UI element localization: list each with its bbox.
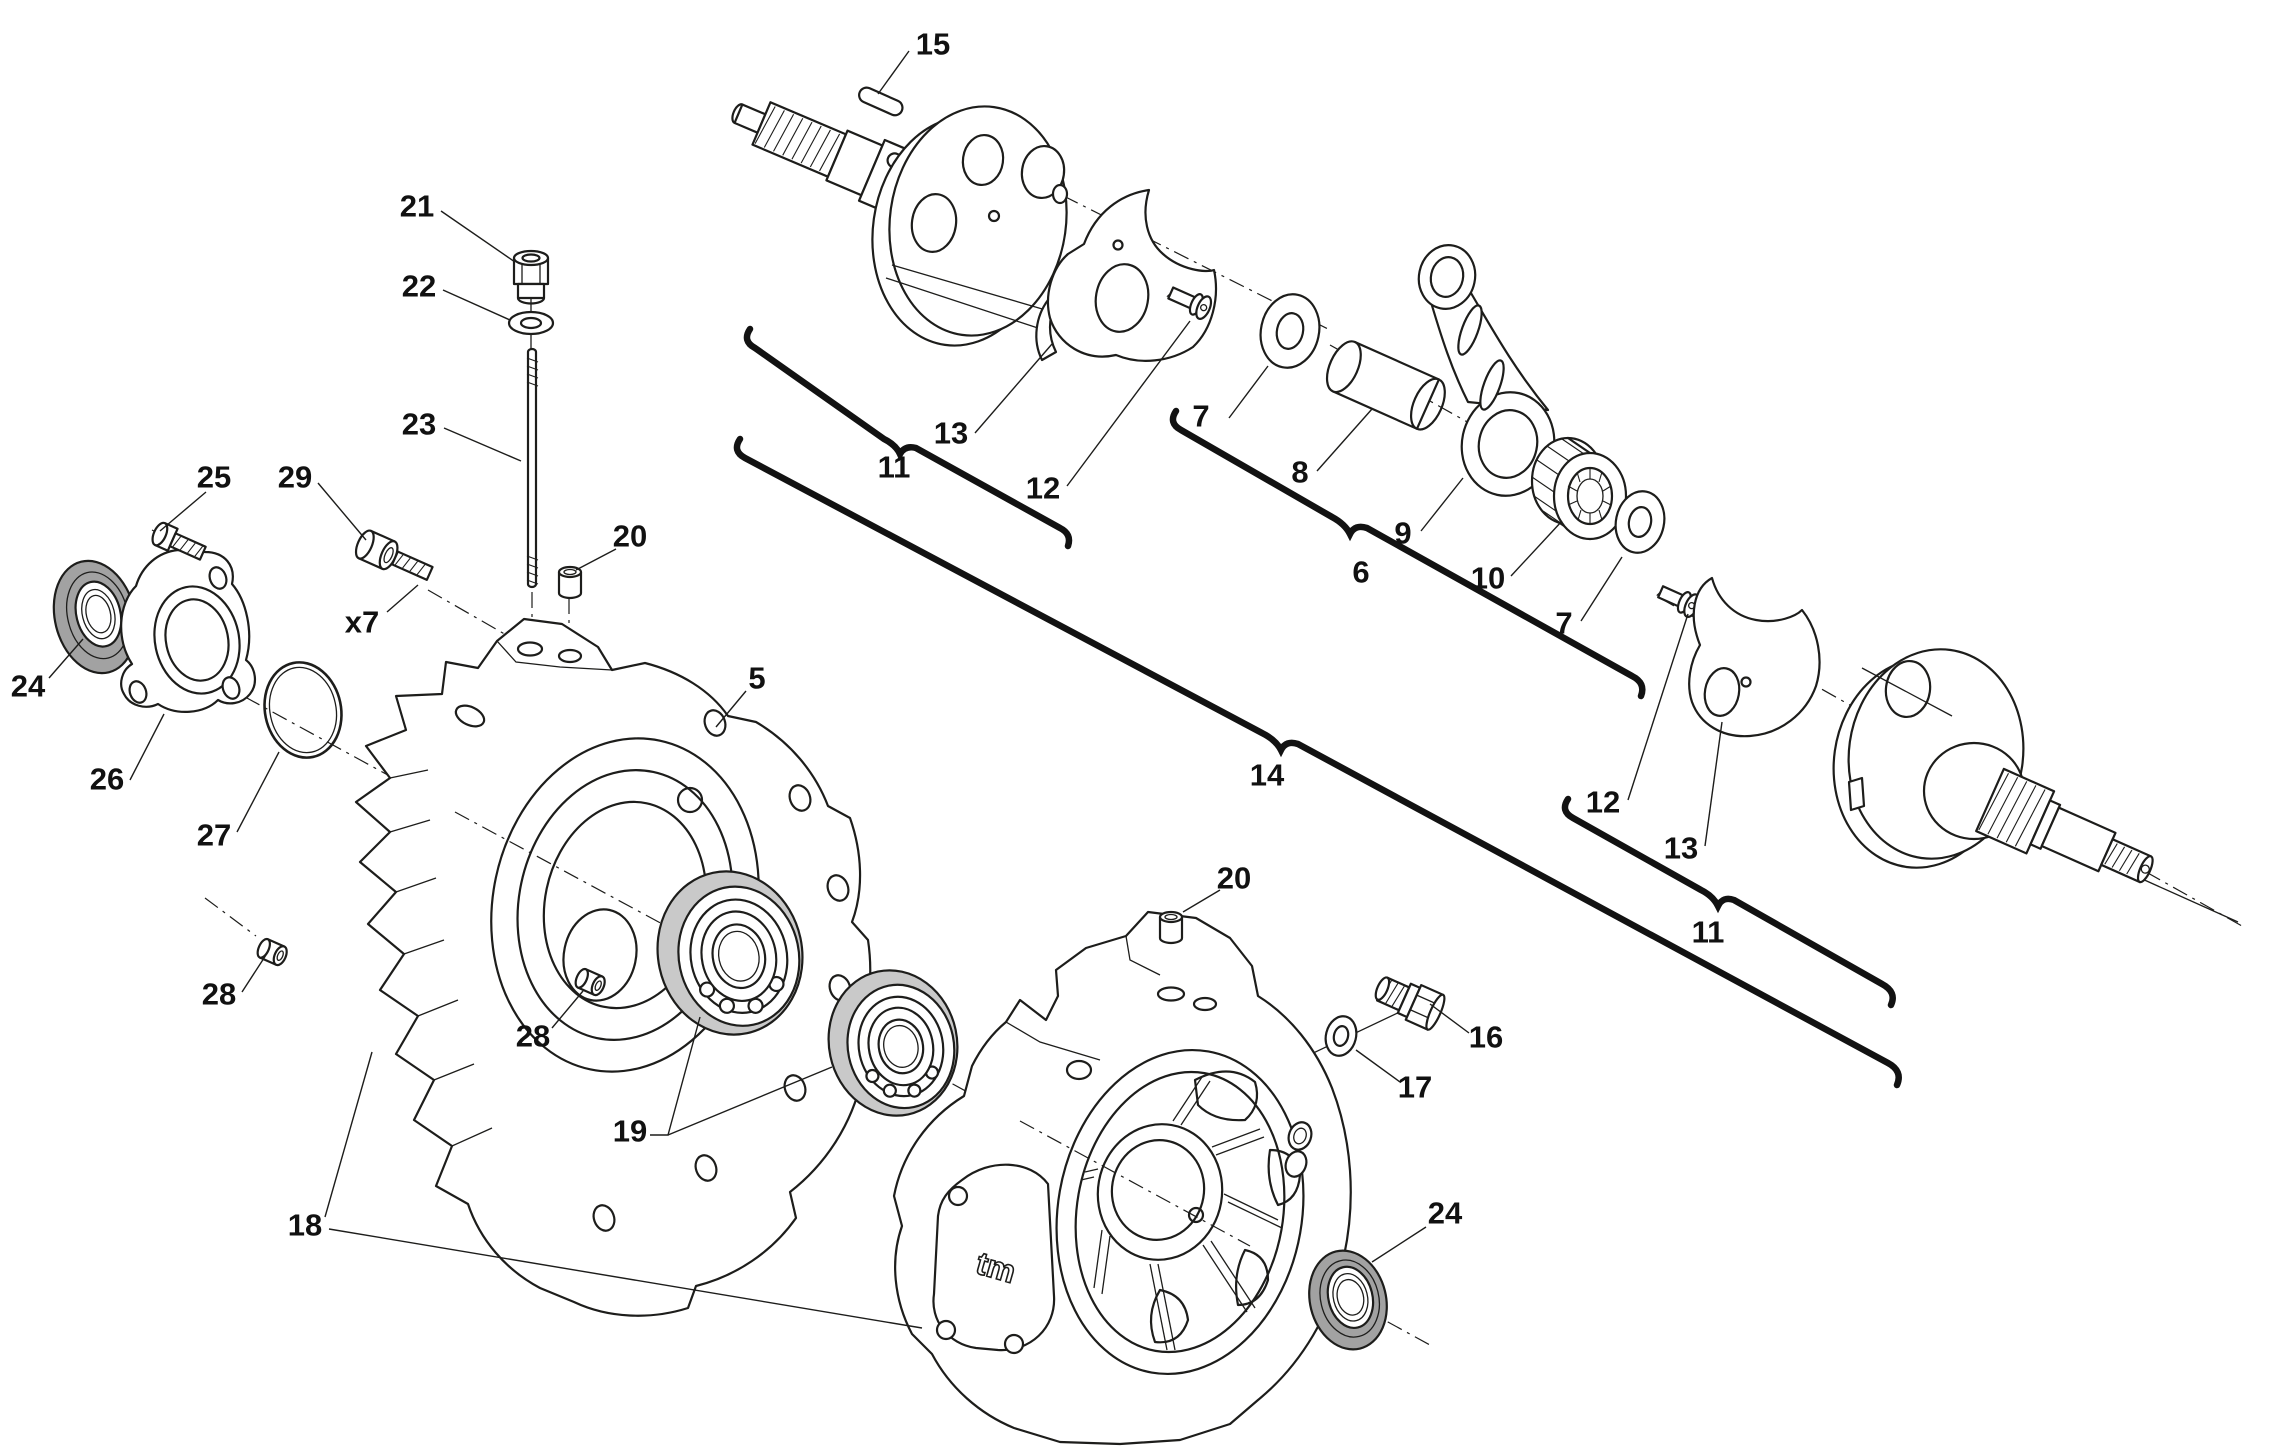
part-label-c25: 25 bbox=[197, 460, 231, 495]
part-needle-bearing bbox=[1530, 436, 1628, 541]
part-label-c7b: 7 bbox=[1555, 606, 1572, 641]
part-thrust-washer-left bbox=[1259, 293, 1321, 369]
leader-line-c12b-0 bbox=[1627, 613, 1689, 801]
leader-line-c28b-0 bbox=[551, 990, 584, 1029]
part-label-c21: 21 bbox=[400, 189, 434, 224]
part-crankshaft-right bbox=[1832, 648, 2154, 884]
leader-line-c16-0 bbox=[1429, 1003, 1470, 1034]
leader-line-c23-0 bbox=[443, 427, 522, 462]
part-woodruff-key bbox=[858, 86, 904, 117]
part-label-c28a: 28 bbox=[202, 977, 236, 1012]
part-nut bbox=[512, 249, 550, 305]
part-plug-16 bbox=[1374, 976, 1446, 1031]
part-crankshaft-left bbox=[731, 101, 1069, 347]
part-label-c17: 17 bbox=[1398, 1070, 1432, 1105]
part-label-c19: 19 bbox=[613, 1114, 647, 1149]
part-connecting-rod bbox=[1417, 244, 1556, 497]
part-label-c20a: 20 bbox=[613, 519, 647, 554]
part-dowel-28-right bbox=[574, 967, 606, 997]
leader-line-c18-1 bbox=[328, 1228, 923, 1329]
leader-line-c22-0 bbox=[442, 289, 511, 321]
part-screw-small-left bbox=[1166, 286, 1213, 320]
part-crank-pin bbox=[1325, 340, 1446, 431]
part-label-c27: 27 bbox=[197, 818, 231, 853]
part-washer-17 bbox=[1324, 1015, 1358, 1057]
part-dowel-20-right bbox=[1158, 910, 1184, 945]
leader-line-c10-0 bbox=[1510, 520, 1563, 577]
part-dowel-28-left bbox=[256, 937, 288, 967]
part-ball-bearing-right bbox=[827, 969, 959, 1117]
part-label-c20b: 20 bbox=[1217, 861, 1251, 896]
part-label-c12b: 12 bbox=[1586, 785, 1620, 820]
leader-line-cx7-0 bbox=[386, 584, 419, 613]
part-washer-22 bbox=[507, 310, 555, 336]
leader-line-c24b-0 bbox=[1371, 1226, 1427, 1263]
leader-line-c7a-0 bbox=[1228, 365, 1269, 419]
bracket-6 bbox=[1169, 407, 1646, 700]
part-label-c11b: 11 bbox=[1692, 915, 1725, 950]
part-label-c22: 22 bbox=[402, 269, 436, 304]
part-label-c15: 15 bbox=[916, 27, 950, 62]
part-label-c10: 10 bbox=[1471, 561, 1505, 596]
part-o-ring bbox=[263, 661, 343, 759]
part-label-c13b: 13 bbox=[1664, 831, 1698, 866]
part-label-c7a: 7 bbox=[1192, 399, 1209, 434]
part-ball-bearing-left bbox=[656, 870, 804, 1036]
bracket-11-left bbox=[743, 325, 1073, 550]
leader-line-c9-0 bbox=[1420, 477, 1464, 532]
leader-line-c21-0 bbox=[440, 210, 516, 263]
leader-line-c13a-0 bbox=[974, 343, 1053, 434]
part-label-c6: 6 bbox=[1352, 555, 1369, 590]
part-label-c28b: 28 bbox=[516, 1019, 550, 1054]
part-thrust-washer-right bbox=[1614, 490, 1666, 554]
part-screw-29 bbox=[354, 529, 434, 581]
group-brackets bbox=[733, 325, 1902, 1089]
leader-line-c20a-0 bbox=[575, 548, 617, 571]
part-label-c23: 23 bbox=[402, 407, 436, 442]
part-bearing-flange bbox=[120, 548, 256, 713]
leader-line-c20b-0 bbox=[1182, 889, 1221, 913]
part-label-c9: 9 bbox=[1394, 516, 1411, 551]
leader-line-c13b-0 bbox=[1704, 721, 1723, 847]
leader-line-c17-0 bbox=[1355, 1049, 1401, 1083]
part-label-c24b: 24 bbox=[1428, 1196, 1463, 1231]
part-label-c29: 29 bbox=[278, 460, 312, 495]
part-label-c11a: 11 bbox=[878, 450, 911, 485]
part-crankcase-right: tm bbox=[892, 910, 1352, 1446]
leader-line-c12a-0 bbox=[1066, 320, 1191, 487]
leader-line-c15-0 bbox=[877, 50, 910, 95]
part-label-c16: 16 bbox=[1469, 1020, 1503, 1055]
part-dowel-20-left bbox=[557, 565, 583, 600]
leader-line-c24a-0 bbox=[48, 638, 84, 679]
part-stud bbox=[526, 347, 539, 589]
part-label-c24a: 24 bbox=[11, 669, 46, 704]
leader-line-c26-0 bbox=[129, 713, 165, 781]
part-label-c13a: 13 bbox=[934, 416, 968, 451]
leader-line-c25-0 bbox=[159, 491, 207, 532]
part-label-c26: 26 bbox=[90, 762, 124, 797]
leader-line-c8-0 bbox=[1316, 408, 1373, 472]
leader-line-c28a-0 bbox=[241, 954, 267, 993]
leader-line-c27-0 bbox=[236, 751, 280, 833]
part-label-c5: 5 bbox=[748, 661, 765, 696]
bracket-11-right bbox=[1561, 795, 1896, 1009]
leader-line-c19-1 bbox=[667, 1066, 833, 1136]
part-label-c14: 14 bbox=[1250, 758, 1285, 793]
leader-line-c5-0 bbox=[715, 690, 747, 728]
part-label-cx7: x7 bbox=[345, 605, 379, 640]
leader-line-c18-0 bbox=[324, 1051, 373, 1218]
part-label-c12a: 12 bbox=[1026, 471, 1060, 506]
leader-line-c7b-0 bbox=[1580, 556, 1623, 622]
leader-line-c29-0 bbox=[317, 482, 367, 541]
part-crankcase-left bbox=[354, 617, 872, 1317]
callout-layer: 15 21 22 23 25 29 x7 20 5 24 26 27 28 28 18 19 11 13 12 7 8 6… bbox=[11, 27, 1725, 1329]
part-label-c8: 8 bbox=[1291, 455, 1308, 490]
part-balance-spacer-left bbox=[1035, 188, 1218, 362]
part-oil-seal-right bbox=[1308, 1249, 1388, 1351]
part-label-c18: 18 bbox=[288, 1208, 322, 1243]
bracket-14 bbox=[733, 435, 1902, 1089]
part-balance-spacer-right bbox=[1688, 576, 1821, 738]
